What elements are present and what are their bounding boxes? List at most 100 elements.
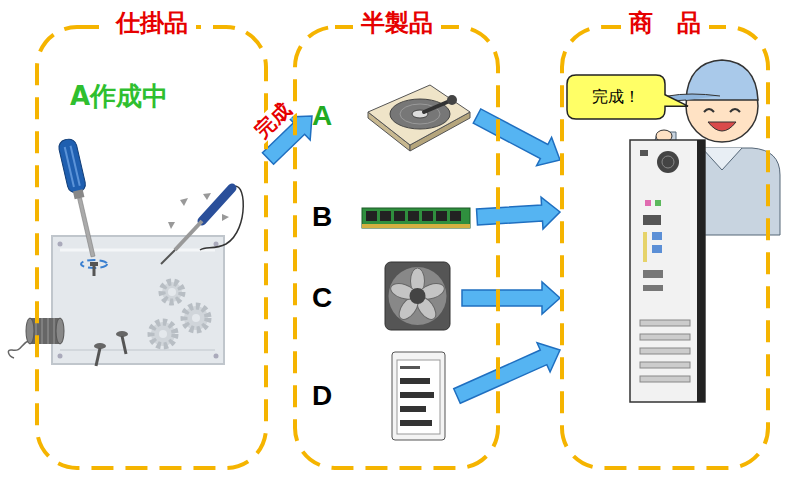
solder-coil (54, 318, 55, 344)
pc-tower (643, 270, 663, 278)
screw-swirl (90, 262, 98, 266)
part-box: A (312, 85, 477, 147)
soldering-iron (161, 186, 243, 264)
screwdriver (57, 138, 102, 259)
cooling-fan (385, 262, 450, 330)
dashed-border (295, 27, 498, 468)
speech-text: 完成！ (592, 87, 640, 106)
soldering-iron (180, 198, 188, 206)
memory-module (450, 211, 461, 221)
memory-module (362, 208, 470, 228)
memory-module (362, 208, 470, 228)
pc-tower (630, 140, 705, 402)
speech-bubble: 完成！ (566, 74, 666, 120)
screws (94, 331, 128, 366)
hard-disk-2-5 (400, 392, 434, 398)
hard-disk-2-5 (400, 366, 420, 369)
worker (730, 109, 740, 112)
screwdriver (78, 198, 95, 257)
region-heading: 商 品 (621, 9, 709, 38)
region-heading: 半製品 (353, 9, 441, 38)
part-label: B (312, 200, 332, 234)
stage-region: 商 品完成！ (560, 25, 770, 470)
memory-module (362, 224, 470, 228)
workbench (52, 236, 224, 364)
gears (162, 282, 182, 302)
gears (159, 330, 167, 338)
screw-swirl (93, 266, 96, 276)
part-label: A (312, 99, 332, 133)
solder-coil (56, 318, 64, 344)
pc-tower (662, 156, 674, 168)
pc-tower (643, 215, 661, 225)
solder-coil (48, 318, 49, 344)
bubble-shape (567, 75, 688, 119)
workbench (214, 354, 219, 359)
dashed-border (37, 27, 266, 468)
soldering-iron (202, 188, 232, 221)
pc-tower (657, 151, 679, 173)
block-arrow (477, 197, 560, 229)
pc-tower (640, 320, 690, 326)
soldering-iron (222, 214, 229, 221)
screws (96, 348, 100, 366)
pc-tower (655, 200, 661, 206)
soldering-iron (203, 193, 211, 200)
pc-tower (640, 150, 648, 156)
solder-coil (8, 340, 30, 358)
worker (704, 109, 714, 112)
block-arrow (462, 282, 560, 314)
hard-disk-2-5 (400, 420, 432, 426)
status-text: A作成中 (70, 81, 168, 112)
memory-module (408, 211, 419, 221)
screwdriver (71, 146, 80, 186)
worker (702, 148, 742, 170)
stage-region: 半製品ABCD (293, 25, 500, 470)
hard-disk-open (368, 85, 470, 151)
part-label: D (312, 379, 332, 413)
pc-tower (640, 334, 690, 340)
pc-tower (652, 232, 662, 240)
screwdriver (73, 189, 85, 199)
hard-disk-2-5 (400, 406, 426, 412)
hard-disk-open (447, 95, 457, 105)
screws (122, 336, 126, 354)
memory-module (366, 211, 377, 221)
cooling-fan (410, 288, 426, 304)
pc-tower (652, 245, 662, 253)
hard-disk-2-5 (400, 378, 430, 384)
part-box: D (312, 350, 457, 442)
soldering-iron (200, 186, 243, 250)
gears (151, 282, 208, 346)
workbench (60, 349, 215, 351)
hard-disk-2-5 (392, 352, 445, 440)
gears (168, 288, 176, 296)
part-box: C (312, 262, 462, 334)
pc-tower (645, 200, 651, 206)
hard-disk-open (368, 85, 470, 145)
solder-coil (42, 318, 43, 344)
workbench (52, 236, 224, 364)
soldering-iron (161, 250, 175, 264)
pc-tower (640, 376, 690, 382)
workbench (58, 242, 63, 247)
cooling-fan (389, 267, 447, 325)
cooling-fan (385, 262, 450, 330)
gears (151, 322, 175, 346)
pc-tower (643, 285, 663, 291)
workbench (60, 249, 215, 252)
pc-tower (630, 140, 705, 402)
worker (708, 122, 736, 131)
pc-tower (640, 362, 690, 368)
workbench (214, 242, 219, 247)
pc-tower (697, 140, 705, 402)
stage-region: 仕掛品A作成中 (35, 25, 268, 470)
hard-disk-2-5 (392, 352, 445, 440)
region-heading: 仕掛品 (108, 9, 196, 38)
memory-module (394, 211, 405, 221)
block-arrow (454, 343, 560, 404)
